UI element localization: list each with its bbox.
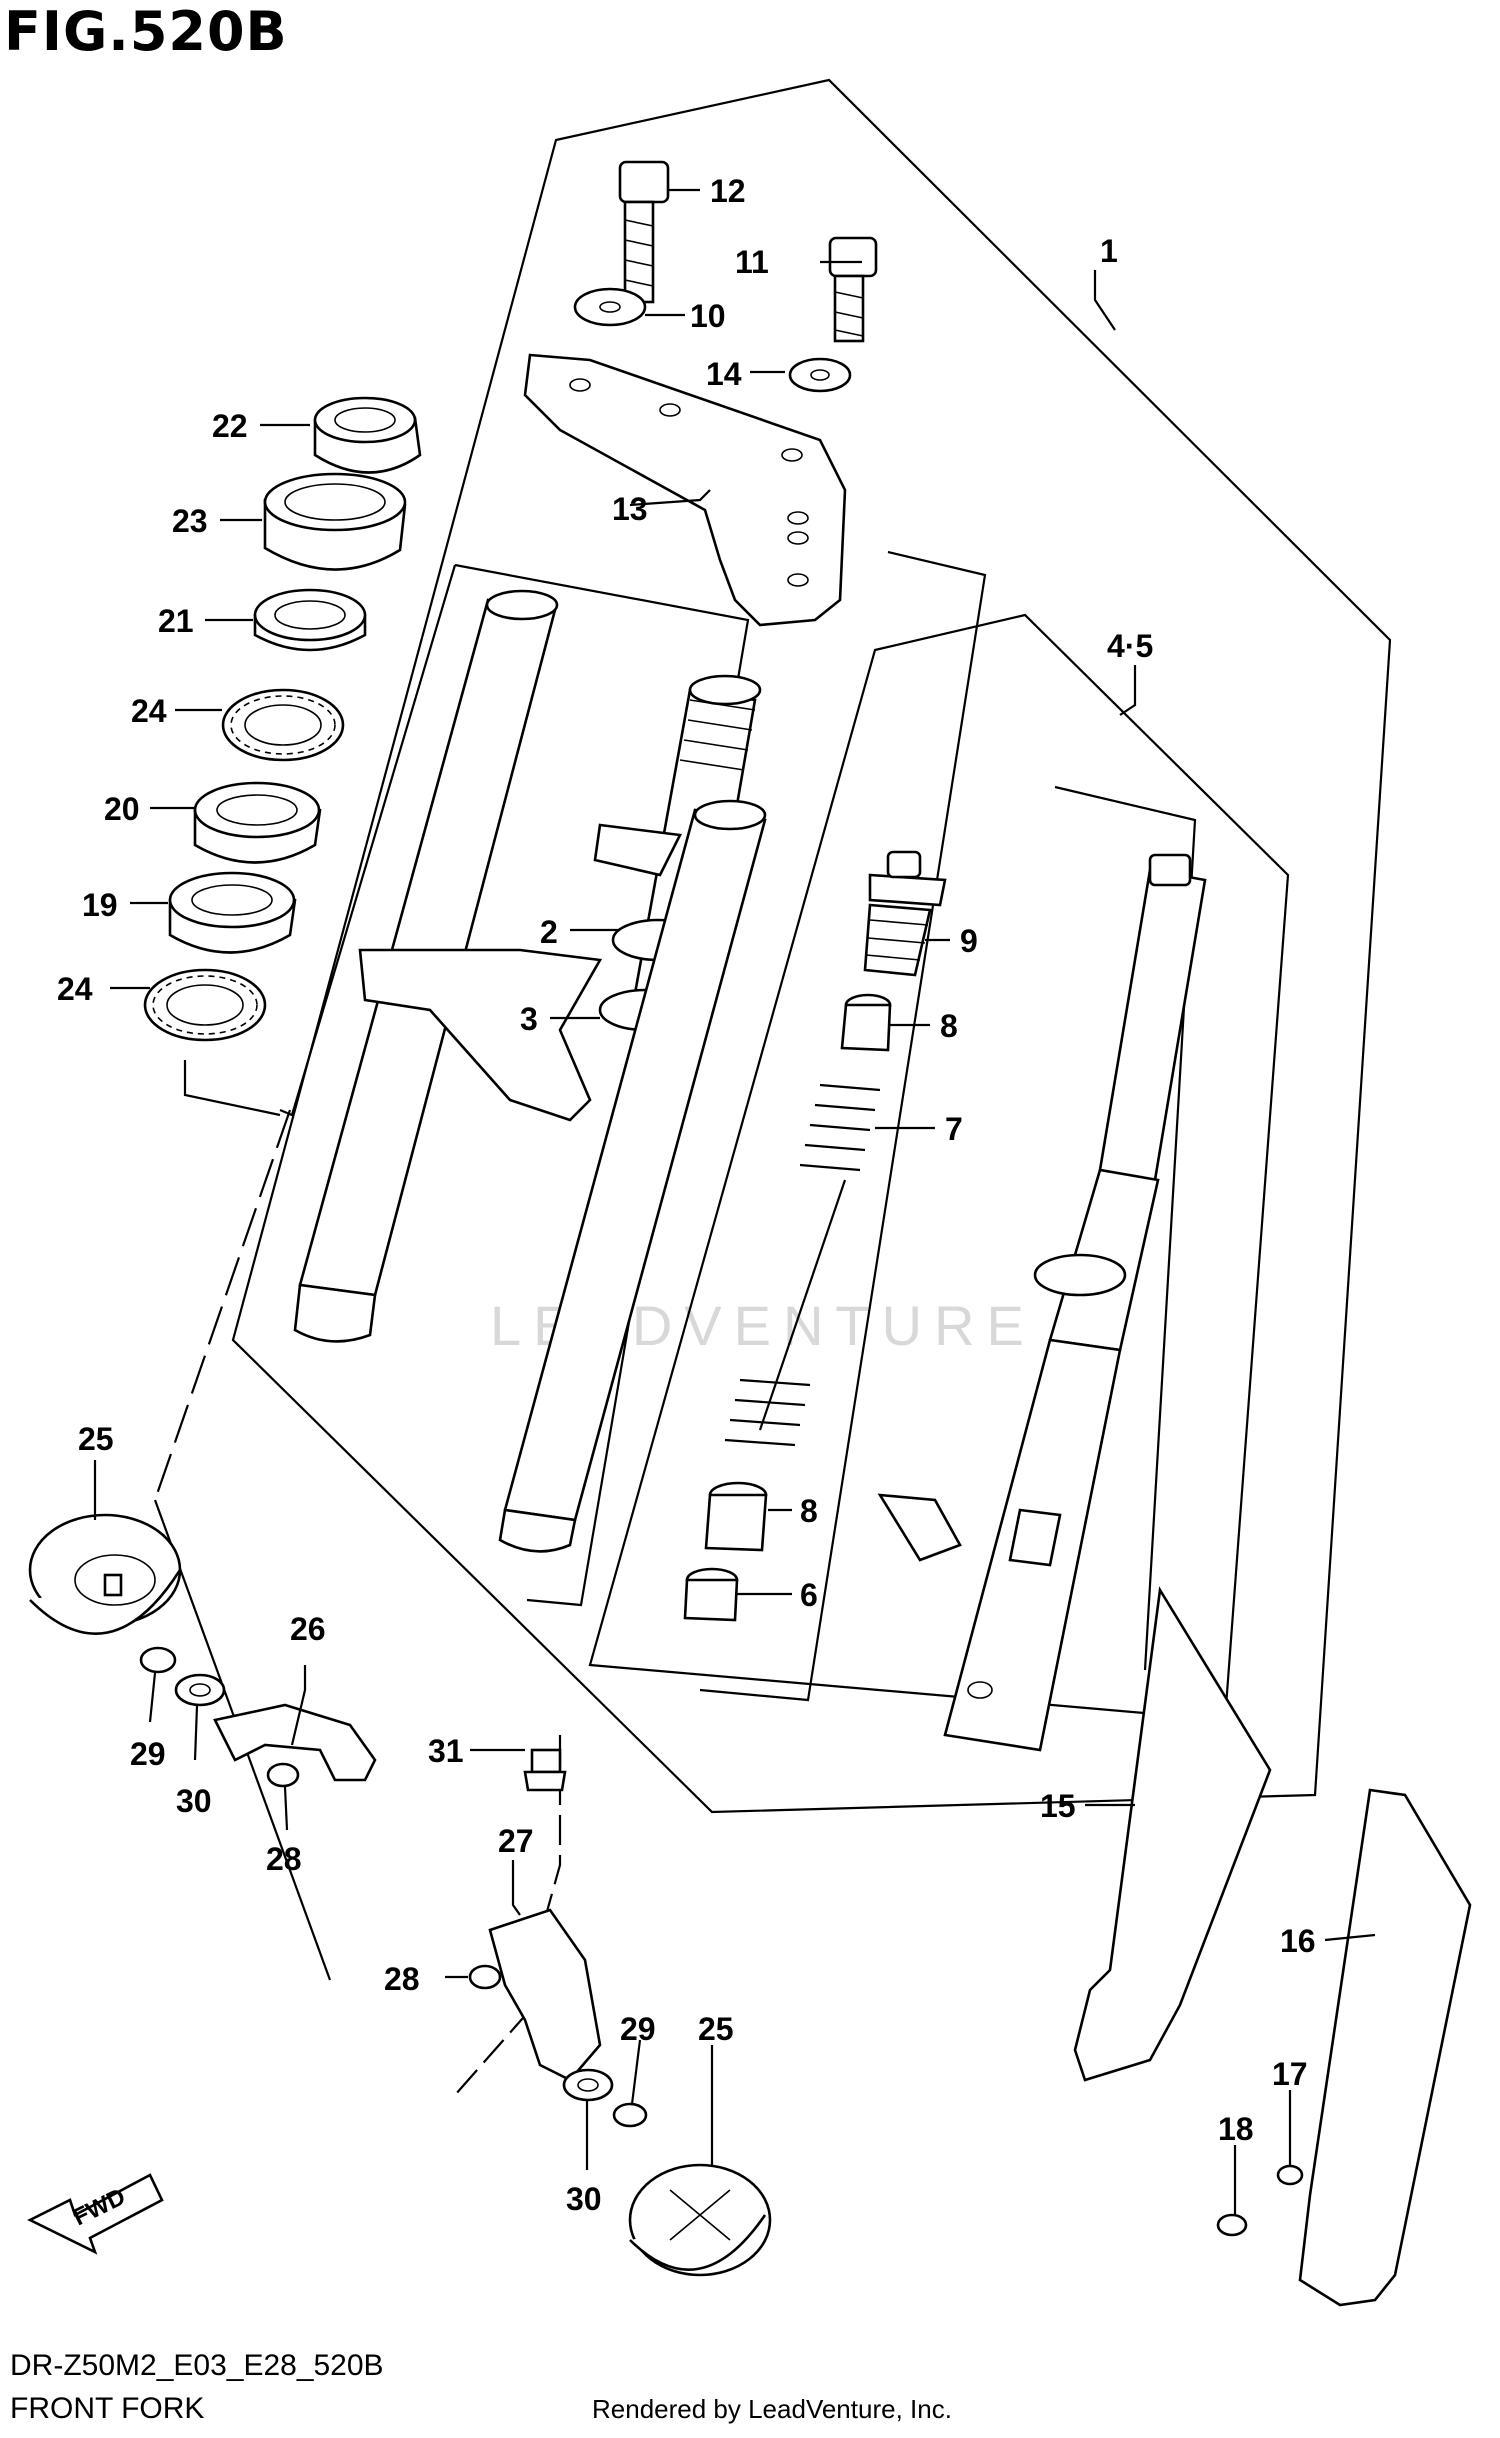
bolt-28-lower [468,1964,502,1990]
section-name: FRONT FORK [10,2392,205,2425]
callout-6-c6: 6 [800,1577,818,1613]
callout-28-c28a: 28 [266,1841,302,1877]
callout-16-c16: 16 [1280,1923,1316,1959]
cap-25-upper [28,1513,182,1635]
callout-24-c24b: 24 [57,971,93,1007]
bearing-group-bracket [183,1060,281,1117]
collar-8-lower [704,1481,768,1552]
ball-bearing-24-upper [221,688,345,762]
callout-28-c28b: 28 [384,1961,420,1997]
bearing-race-20 [193,781,322,864]
spring-7 [724,1083,881,1447]
fork-tube-right [498,799,767,1553]
callout-29-c29b: 29 [620,2011,656,2047]
washer-14 [788,357,852,393]
collar-30-lower [562,2068,614,2102]
ball-bearing-24-lower [143,968,267,1042]
callout-13-c13: 13 [612,491,648,527]
dashed-centerline-bracket [454,2009,531,2096]
callout-22-c22: 22 [212,408,248,444]
bolt-31 [523,1748,567,1792]
assembly-outline-1 [231,78,1392,1814]
callout-26-c26: 26 [290,1611,326,1647]
steering-nut-22 [313,396,422,474]
model-code: DR-Z50M2_E03_E28_520B [10,2349,384,2382]
bracket-27 [488,1908,602,2082]
inner-rod-group-outline [699,550,987,1702]
callout-30-c30b: 30 [566,2181,602,2217]
callout-11-c11: 11 [735,244,769,280]
callout-29-c29a: 29 [130,1736,166,1772]
callout-19-c19: 19 [82,887,118,923]
bearing-race-21 [253,588,367,652]
callout-12-c12: 12 [710,173,746,209]
figure-title: FIG.520B [4,0,288,63]
callout-14-c14: 14 [706,356,742,392]
callout-30-c30a: 30 [176,1783,212,1819]
seat-6 [683,1567,739,1622]
callout-24-c24a: 24 [131,693,167,729]
fwd-arrow-icon [27,2173,164,2255]
outer-tube-4-5 [877,853,1207,1752]
bolt-11 [828,236,878,343]
callout-1-c1: 1 [1100,233,1118,269]
render-credit: Rendered by LeadVenture, Inc. [592,2394,952,2424]
washer-17 [1276,2164,1304,2186]
callout-25-c25a: 25 [78,1421,114,1457]
fork-tube-left [293,589,559,1343]
dashed-centerline-left [153,1109,292,1501]
washer-10 [573,287,647,327]
collar-8-upper [840,993,892,1052]
callout-7-c7: 7 [945,1111,963,1147]
outer-group-outline-45 [588,613,1290,1722]
bolt-12 [618,160,670,304]
callout-8-c8a: 8 [940,1008,958,1044]
collar-30-upper [174,1673,226,1707]
leader-lines [93,188,1376,2215]
callout-8-c8b: 8 [800,1493,818,1529]
callout-10-c10: 10 [690,298,726,334]
screw-18 [1216,2213,1248,2237]
callout-27-c27: 27 [498,1823,534,1859]
plate-13 [523,353,847,627]
fork-guard-15 [1073,1586,1272,2082]
dust-seal-23 [263,472,407,571]
callout-23-c23: 23 [172,503,208,539]
callout-45-c45: 4·5 [1107,628,1153,664]
fork-guard-16 [1298,1788,1472,2307]
callout-3-c3: 3 [520,1001,538,1037]
bracket-26 [213,1703,377,1782]
bolt-28-upper [266,1762,300,1788]
callout-2-c2: 2 [540,914,558,950]
callout-31-c31: 31 [428,1733,464,1769]
callout-9-c9: 9 [960,923,978,959]
washer-29-lower [612,2102,648,2128]
damper-rod-top-9 [863,850,947,977]
callout-21-c21: 21 [158,603,194,639]
callout-15-c15: 15 [1040,1788,1076,1824]
bearing-race-19 [168,871,297,954]
callout-17-c17: 17 [1272,2056,1308,2092]
cartridge-group-outline [1054,785,1197,1671]
callout-20-c20: 20 [104,791,140,827]
callout-25-c25b: 25 [698,2011,734,2047]
cap-25-lower [628,2163,772,2277]
washer-29-upper [139,1646,177,1674]
callout-18-c18: 18 [1218,2111,1254,2147]
